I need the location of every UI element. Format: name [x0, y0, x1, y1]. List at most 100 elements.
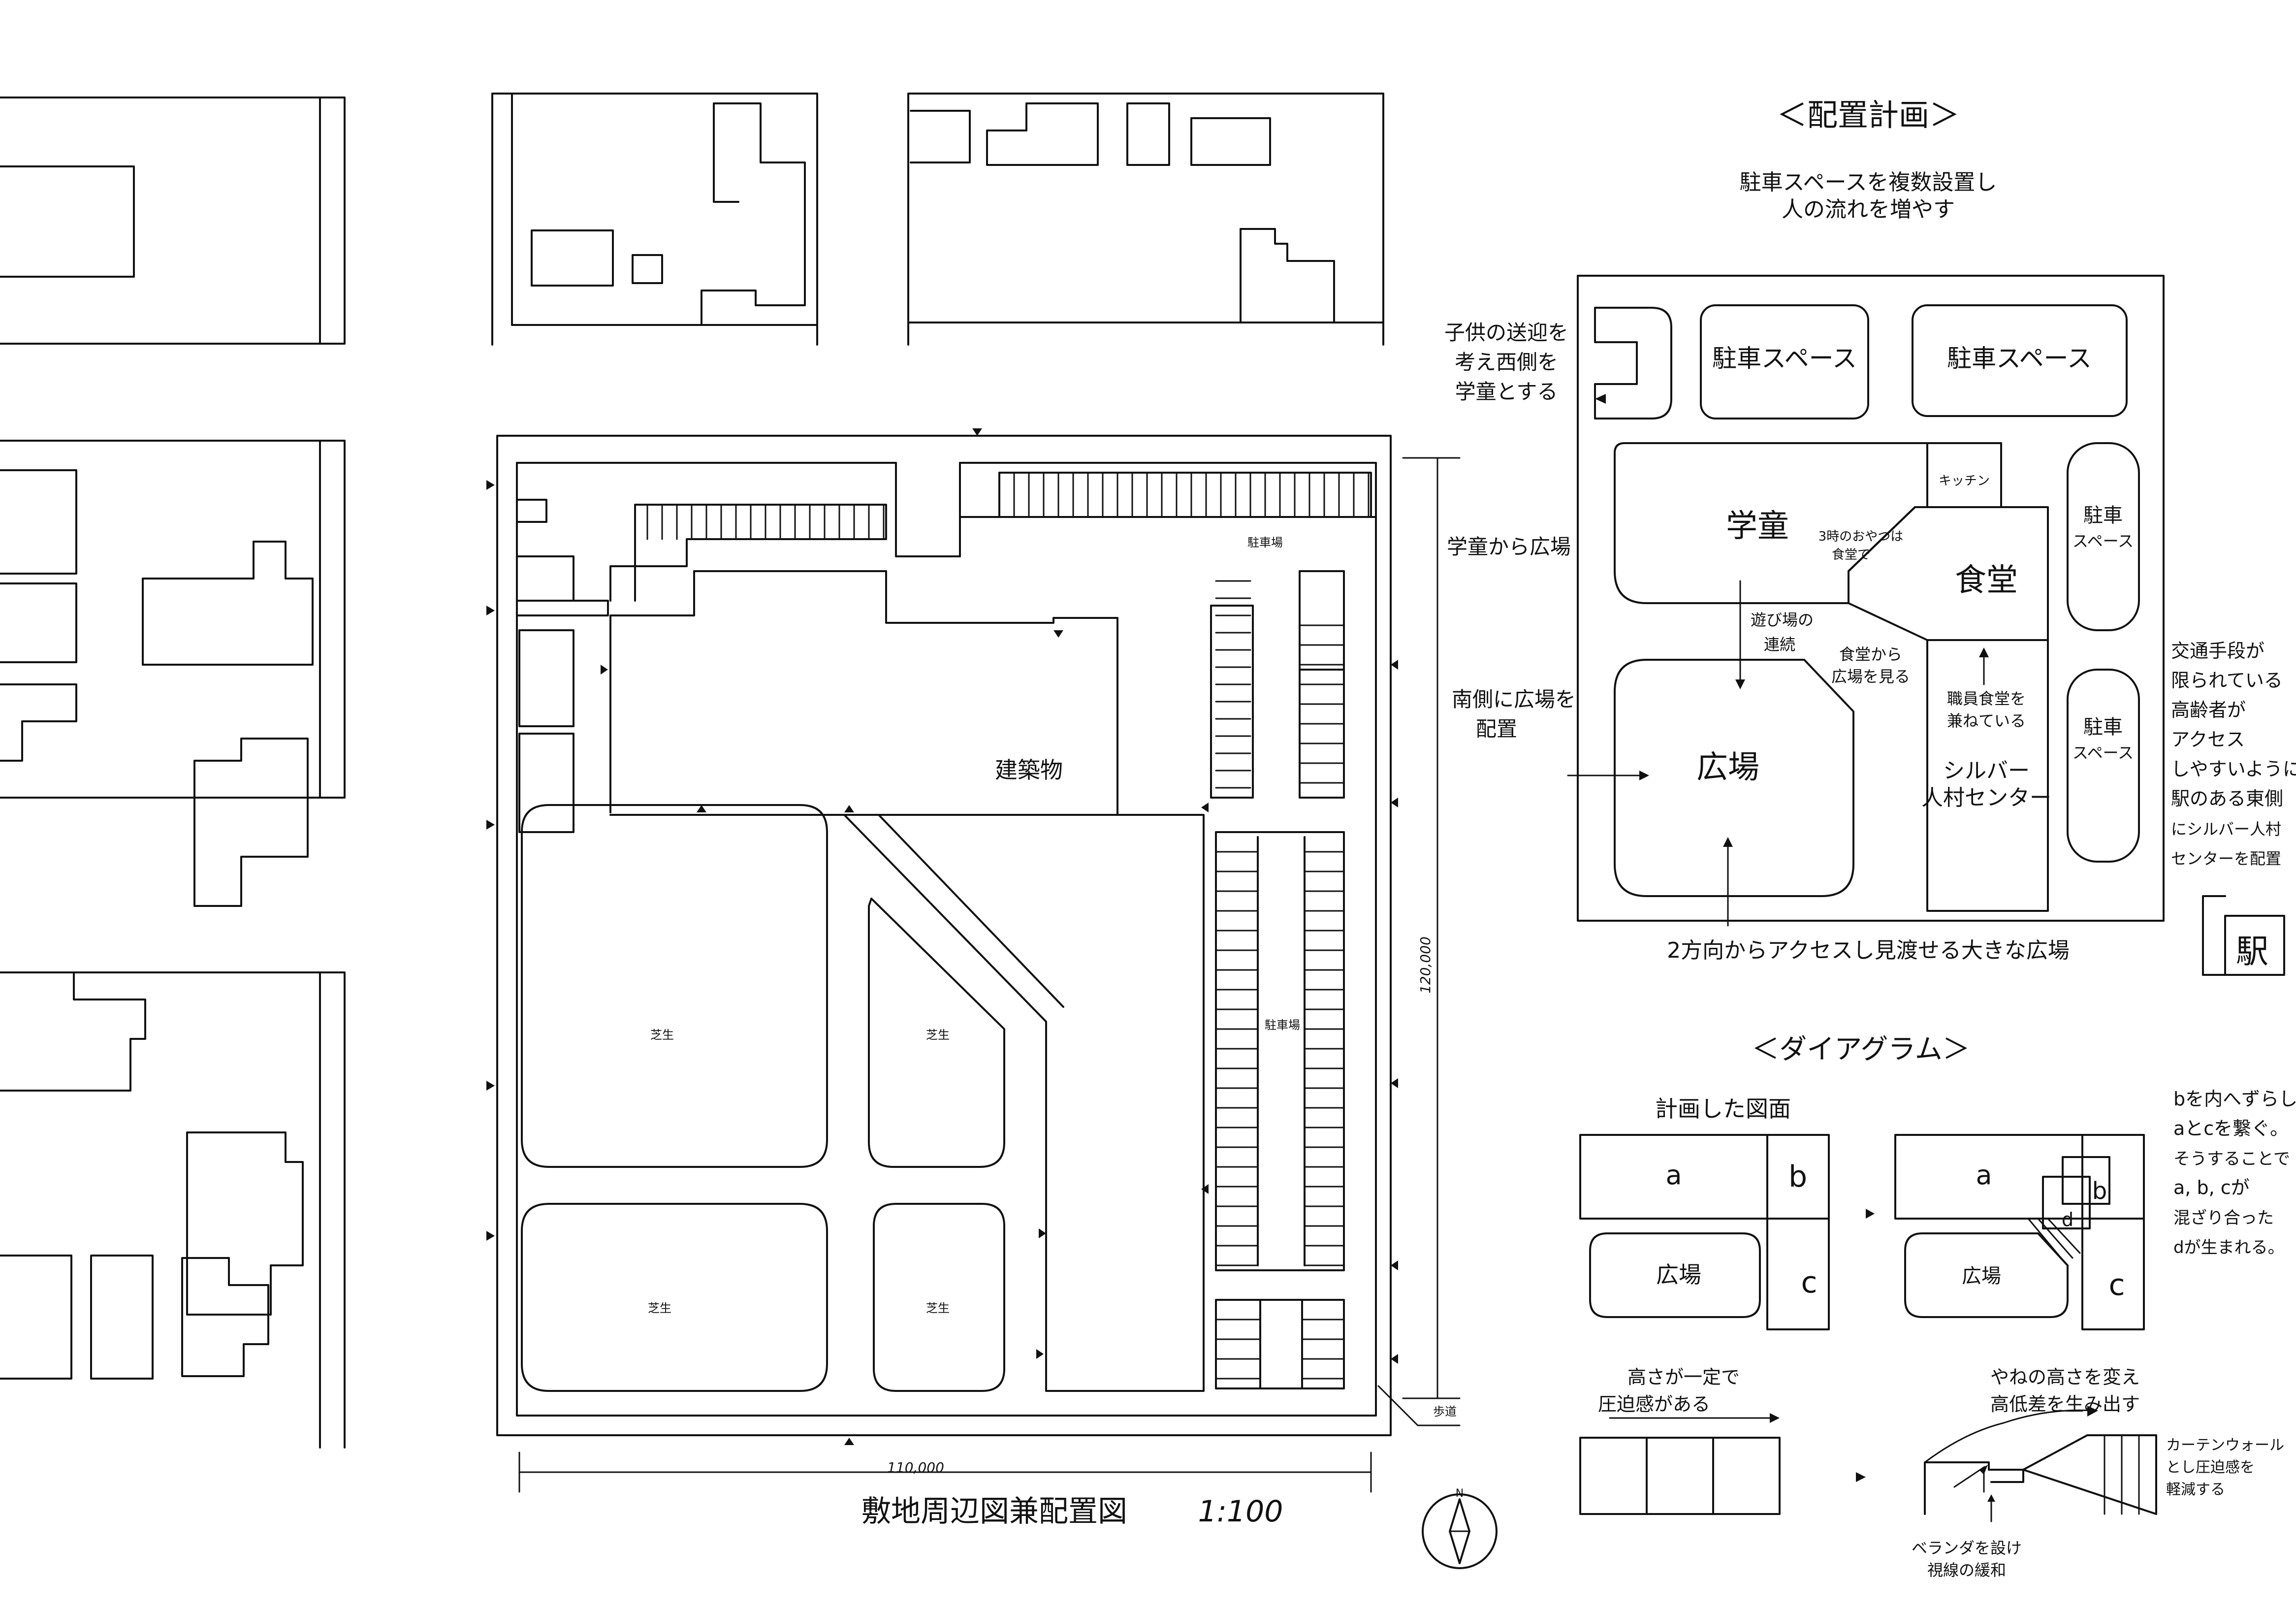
zone-kids-club-label: 学童 [1726, 508, 1789, 545]
height-comparison: 高さが一定で 圧迫感がある やねの高さを変え 高低差を生み出す カーテンウォール… [1579, 1366, 2284, 1580]
site-boundary [496, 435, 1392, 1436]
dimension-width: 110,000 [887, 1459, 944, 1476]
diagram-note-1: bを内へずらし [2173, 1088, 2296, 1110]
entrance-markers [486, 428, 1398, 1445]
zone-parking-c-label-1: 駐車 [2083, 504, 2123, 527]
zone-parking-d-label-2: スペース [2073, 743, 2134, 762]
diagram-plaza-2: 広場 [1962, 1265, 2001, 1288]
building-footprint [609, 570, 1118, 816]
layout-frame [1577, 275, 2165, 922]
note-snack-2: 食堂で [1832, 548, 1870, 562]
note-view-1: 食堂から [1839, 645, 1902, 664]
curtain-note-3: 軽減する [2166, 1481, 2225, 1498]
diagram: ＜ダイアグラム＞ 計画した図面 a b c 広場 a b d c 広場 [1579, 1033, 2296, 1580]
zone-silver-center [1926, 639, 2049, 912]
zone-silver-label-2: 人村センター [1921, 785, 2051, 810]
note-right-8: センターを配置 [2171, 849, 2281, 868]
north-arrow-icon: N [1422, 1487, 1498, 1569]
layout-intro-2: 人の流れを増やす [1782, 197, 1955, 222]
site-plan: 建築物 駐車場 駐車場 芝生 芝生 芝生 芝生 110,000 120,000 … [486, 428, 1498, 1569]
note-staff-1: 職員食堂を [1947, 689, 2026, 708]
height-note-right-1: やねの高さを変え [1990, 1366, 2140, 1388]
zone-parking-c [2067, 442, 2140, 631]
lawn-2 [868, 898, 1005, 1168]
zone-cafeteria-label: 食堂 [1955, 562, 2018, 599]
lawn-label-4: 芝生 [926, 1301, 950, 1315]
note-staff-2: 兼ねている [1947, 711, 2026, 730]
pickup-loop [1594, 307, 1672, 419]
zone-kitchen-label: キッチン [1939, 474, 1990, 488]
note-pickup-1: 子供の送迎を [1444, 321, 1568, 345]
diagram-note-3: そうすることで [2173, 1149, 2290, 1169]
layout-plan: ＜配置計画＞ 駐車スペースを複数設置し 人の流れを増やす 駐車スペース 駐車スペ… [1444, 97, 2296, 976]
diagram-note-6: dが生まれる。 [2173, 1238, 2285, 1257]
lawn-label-1: 芝生 [650, 1028, 674, 1042]
diagram-cell-b-1: b [1788, 1160, 1807, 1194]
layout-intro-1: 駐車スペースを複数設置し [1740, 170, 1997, 195]
zone-parking-d [2067, 669, 2140, 863]
neighbor-lots-top [491, 93, 1384, 346]
lawn-4 [873, 1203, 1005, 1392]
note-south-plaza-1: 南側に広場を [1452, 687, 1576, 711]
diagram-cell-c-1: c [1801, 1265, 1818, 1300]
note-play-1: 遊び場の [1751, 611, 1814, 629]
zone-parking-d-label-1: 駐車 [2083, 716, 2123, 739]
note-kids-to-plaza: 学童から広場 [1447, 535, 1571, 559]
diagram-subheading: 計画した図面 [1655, 1096, 1791, 1122]
curtain-note-1: カーテンウォール [2166, 1437, 2284, 1454]
note-pickup-3: 学童とする [1455, 380, 1558, 404]
zone-plaza-label: 広場 [1696, 749, 1759, 786]
height-note-left-2: 圧迫感がある [1598, 1393, 1710, 1415]
parking-label-top: 駐車場 [1247, 536, 1283, 549]
layout-heading: ＜配置計画＞ [1777, 97, 1960, 133]
note-pickup-2: 考え西側を [1455, 350, 1558, 374]
lawn-label-2: 芝生 [926, 1028, 950, 1042]
veranda-note-1: ベランダを設け [1912, 1539, 2022, 1557]
diagram-plaza-1: 広場 [1656, 1261, 1701, 1288]
diagram-note-5: 混ざり合った [2173, 1208, 2274, 1228]
zone-parking-c-label-2: スペース [2073, 532, 2134, 550]
note-bottom: 2方向からアクセスし見渡せる大きな広場 [1667, 938, 2070, 963]
diagram-note-4: a, b, cが [2173, 1177, 2250, 1198]
note-right-4: アクセス [2171, 729, 2245, 750]
building-label: 建築物 [995, 757, 1063, 783]
note-snack-1: 3時のおやつは [1818, 529, 1904, 544]
dimension-height: 120,000 [1417, 936, 1434, 994]
lawn-3 [521, 1203, 828, 1392]
zone-parking-b [1912, 304, 2128, 417]
note-right-2: 限られている [2171, 670, 2283, 691]
diagram-cell-a-1: a [1665, 1160, 1682, 1191]
zone-silver-label-1: シルバー [1943, 758, 2030, 783]
sidewalk-label: 歩道 [1433, 1405, 1457, 1419]
diagram-cell-c-2: c [2109, 1268, 2125, 1302]
station-marker: 駅 [2202, 895, 2285, 976]
parking-upper-stalls [646, 504, 1251, 789]
diagram-cell-d: d [2062, 1209, 2073, 1230]
parking-east-stalls [1215, 624, 1345, 1380]
note-right-3: 高齢者が [2171, 699, 2246, 721]
lawn-label-3: 芝生 [648, 1301, 671, 1315]
diagram-heading: ＜ダイアグラム＞ [1752, 1033, 1970, 1065]
parking-top-stalls [1013, 472, 1370, 518]
zone-cafeteria [1848, 506, 2049, 641]
diagram-note-2: aとcを繋ぐ。 [2173, 1118, 2289, 1139]
north-label: N [1456, 1487, 1464, 1500]
zone-parking-b-label: 駐車スペース [1947, 344, 2092, 373]
height-note-left-1: 高さが一定で [1627, 1366, 1740, 1388]
station-label: 駅 [2236, 933, 2268, 970]
note-right-1: 交通手段が [2171, 640, 2264, 662]
veranda-note-2: 視線の緩和 [1927, 1561, 2006, 1580]
neighbor-lots-left [0, 97, 346, 1449]
diagram-revised: a b d c 広場 [1894, 1134, 2145, 1330]
diagram-cell-b-2: b [2092, 1177, 2107, 1205]
note-play-2: 連続 [1764, 635, 1795, 654]
diagram-planned: a b c 広場 [1579, 1134, 1830, 1330]
building-wing [843, 814, 1205, 1392]
note-right-7: にシルバー人村 [2171, 820, 2281, 838]
height-note-right-2: 高低差を生み出す [1990, 1393, 2140, 1415]
note-south-plaza-2: 配置 [1476, 717, 1517, 741]
lawn-1 [521, 804, 828, 1168]
site-plan-scale: 1:100 [1198, 1494, 1283, 1529]
note-right-6: 駅のある東側 [2171, 788, 2283, 809]
zone-parking-a [1700, 304, 1869, 419]
